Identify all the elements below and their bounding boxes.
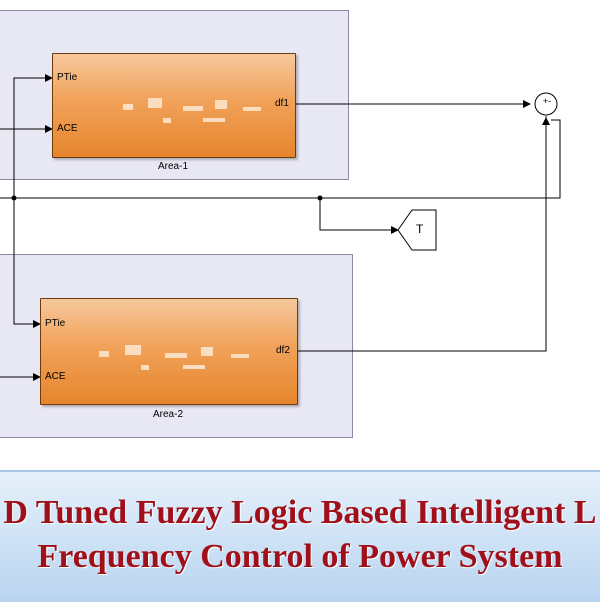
area-1-internal-detail [243, 107, 261, 111]
area-1-internal-detail [123, 104, 133, 110]
area-2-internal-detail [141, 365, 149, 370]
area-1-ace-port-label: ACE [57, 123, 78, 134]
line-to-goto [319, 198, 399, 234]
area-2-label: Area-2 [152, 409, 183, 420]
junction-dot-mid [317, 195, 323, 201]
sum-block [534, 92, 558, 116]
line-df2-to-sum [296, 117, 550, 352]
area-1-internal-detail [215, 100, 227, 109]
area-2-internal-detail [201, 347, 213, 356]
line-to-area2-ptie [13, 198, 41, 328]
goto-block [397, 209, 437, 251]
main-bus-line [0, 119, 561, 199]
title-line-2: Frequency Control of Power System [37, 538, 563, 575]
line-to-area1-ptie [13, 74, 53, 198]
area-1-internal-detail [183, 106, 203, 111]
area-2-block[interactable] [40, 298, 298, 405]
area-1-internal-detail [163, 118, 171, 123]
area-1-df1-port-label: df1 [275, 98, 289, 109]
area-1-ptie-port-label: PTie [57, 72, 78, 83]
title-line-1: D Tuned Fuzzy Logic Based Intelligent L [3, 494, 597, 531]
area-1-internal-detail [203, 118, 225, 122]
sum-block-signs: +- [542, 96, 552, 106]
junction-dot-left [11, 195, 17, 201]
area-2-df2-port-label: df2 [276, 345, 290, 356]
area-2-internal-detail [99, 351, 109, 357]
area-2-internal-detail [183, 365, 205, 369]
area-1-label: Area-1 [157, 161, 188, 172]
title-banner: D Tuned Fuzzy Logic Based Intelligent L … [0, 470, 600, 602]
area-2-internal-detail [125, 345, 141, 355]
area-1-block[interactable] [52, 53, 296, 158]
area-2-internal-detail [231, 354, 249, 358]
area-2-ace-port-label: ACE [45, 371, 66, 382]
signal-lines [0, 74, 561, 381]
goto-block-label: T [416, 222, 424, 236]
area-1-internal-detail [148, 98, 162, 108]
area-2-internal-detail [165, 353, 187, 358]
simulink-diagram-canvas: +- T PTie ACE df1 Area-1 PTie ACE df2 Ar… [0, 10, 561, 438]
area-2-ptie-port-label: PTie [45, 318, 66, 329]
